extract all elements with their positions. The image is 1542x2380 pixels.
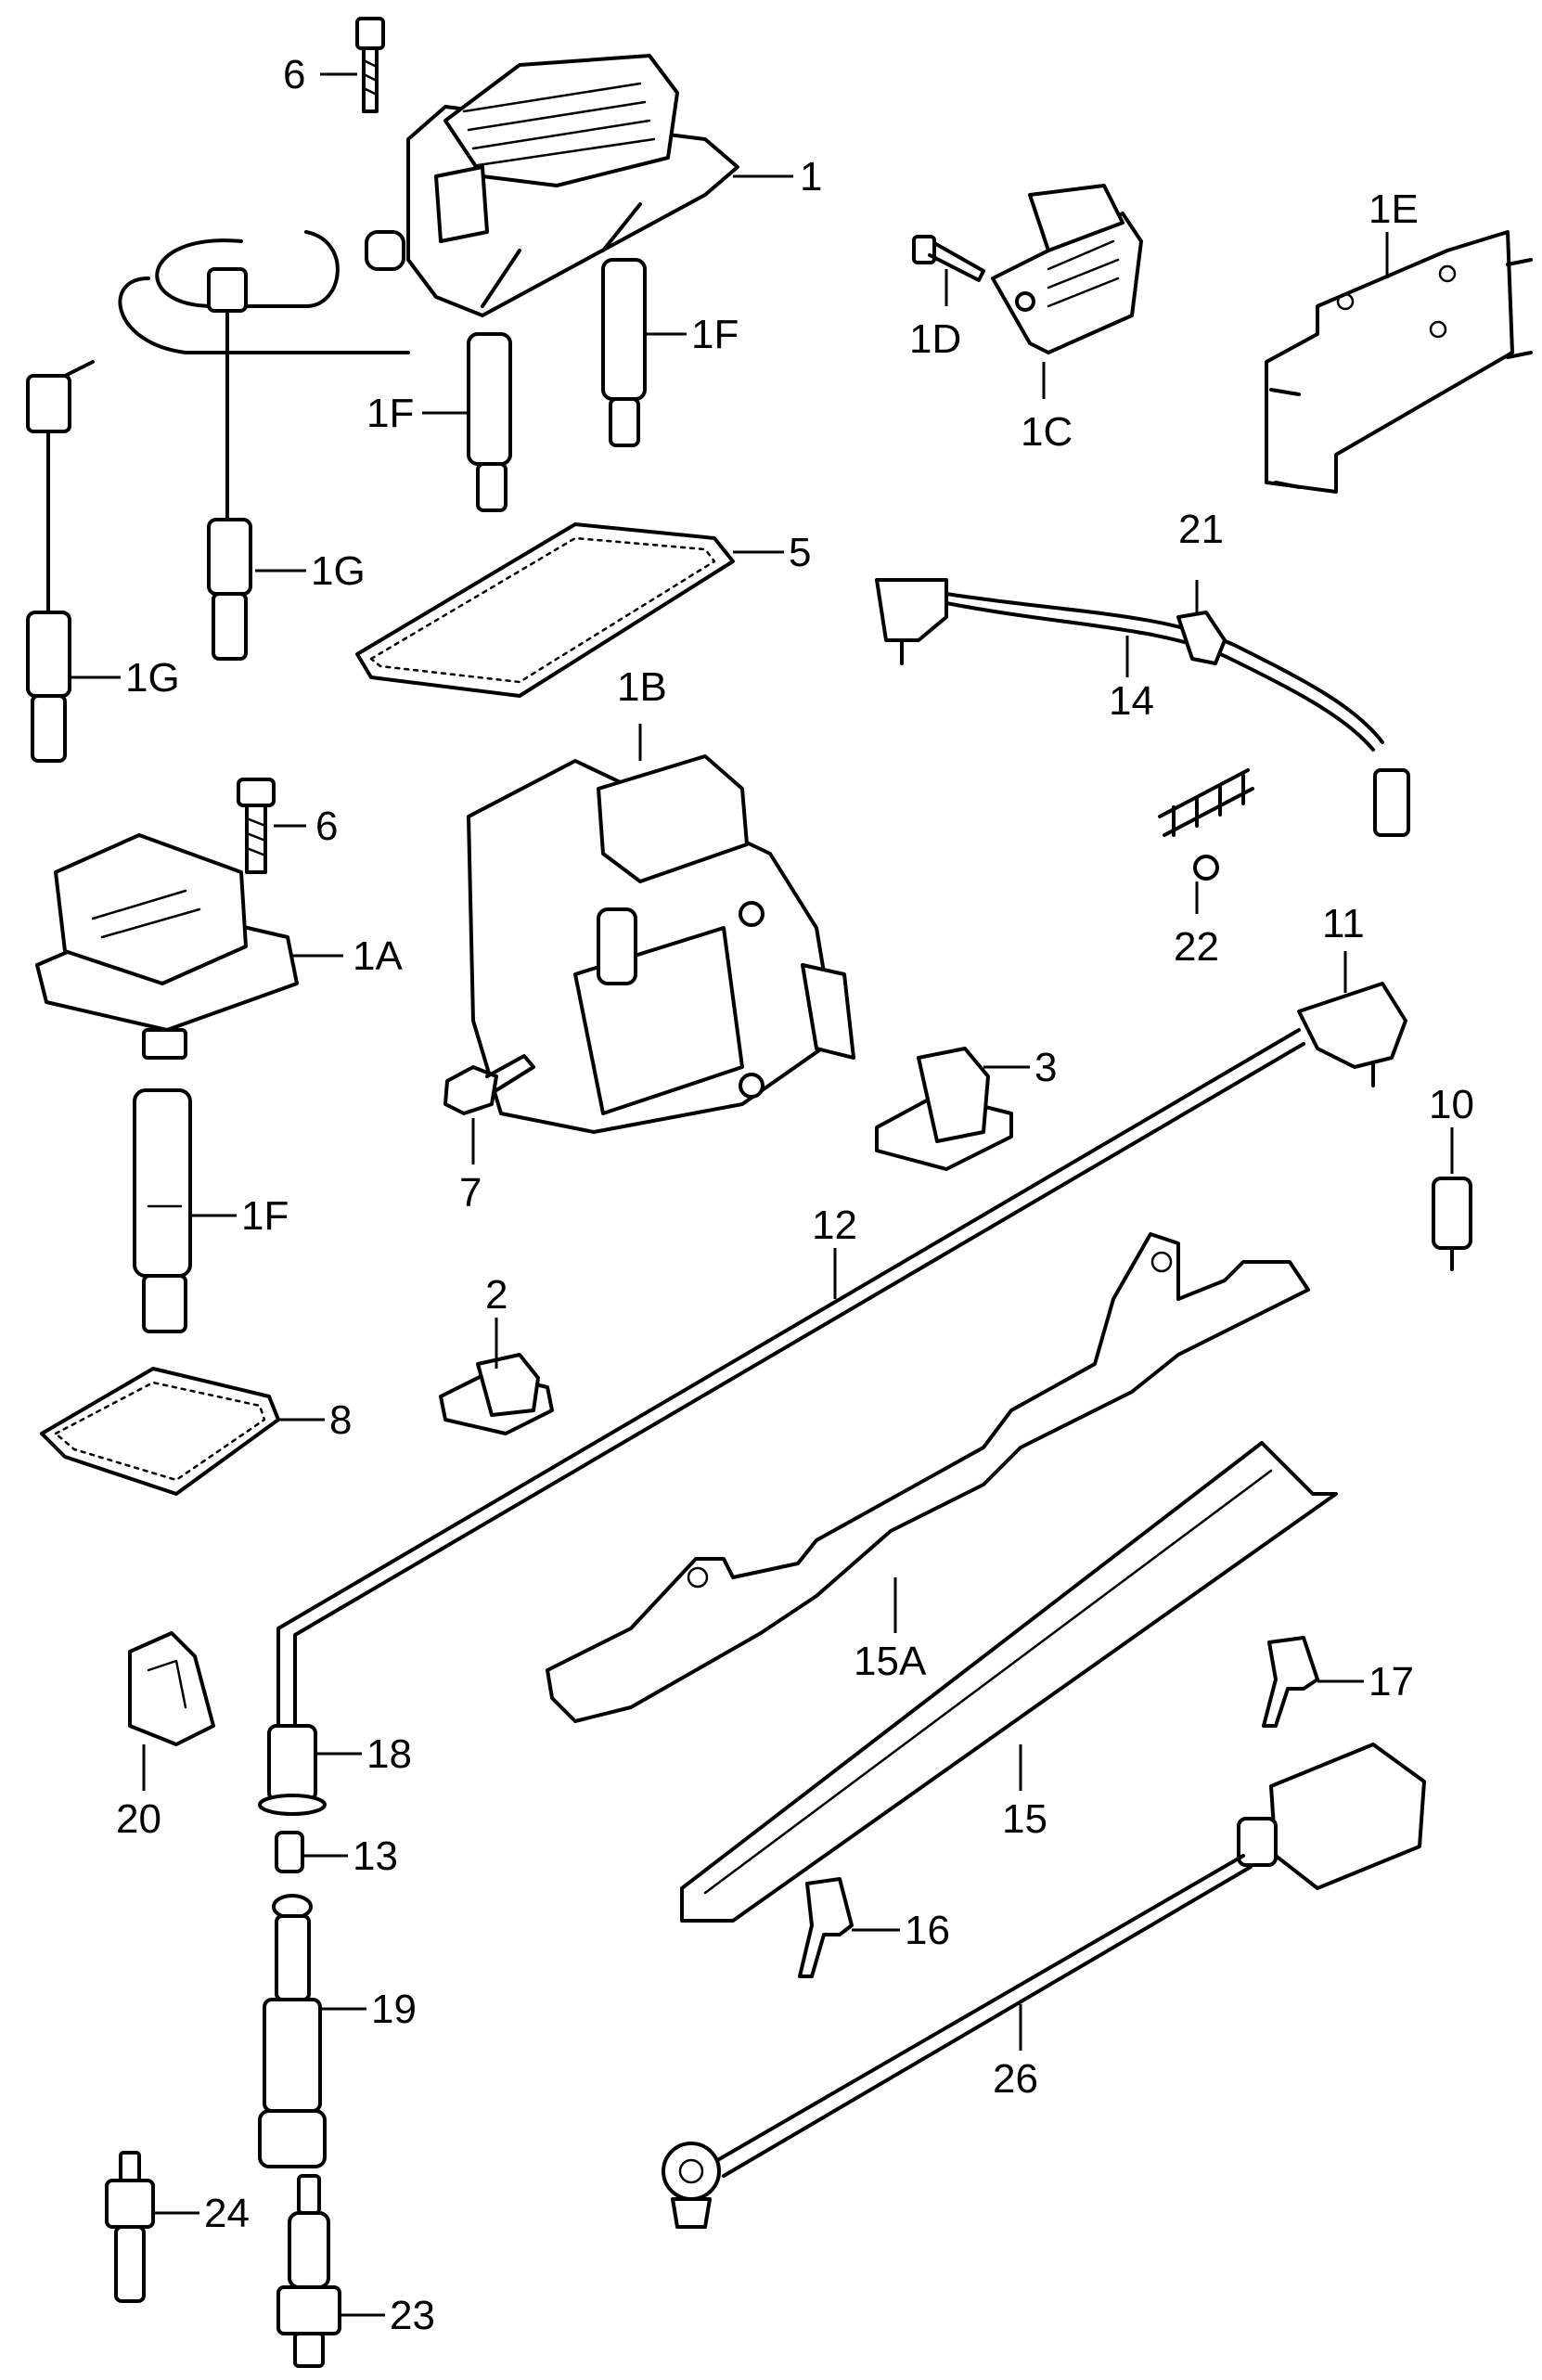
part-22-terminal-strip [1158, 768, 1254, 881]
part-24-glow-plug [105, 2151, 155, 2303]
label-26: 26 [993, 2056, 1038, 2102]
label-22: 22 [1174, 924, 1219, 970]
part-1E-bracket [1265, 230, 1533, 494]
part-14-sensor-lead [875, 578, 1410, 837]
label-5: 5 [789, 530, 811, 575]
label-1E: 1E [1369, 187, 1419, 232]
label-20: 20 [116, 1796, 161, 1842]
part-1-coil-pack-assembly [26, 54, 739, 763]
label-23: 23 [390, 2293, 435, 2338]
part-1D-screw [912, 235, 985, 282]
part-10-sensor [1432, 1177, 1472, 1271]
label-16: 16 [905, 1908, 950, 1953]
part-2-clip [439, 1353, 554, 1435]
part-20-clip [128, 1631, 215, 1746]
label-6-middle: 6 [315, 804, 338, 849]
label-1D: 1D [909, 316, 961, 362]
label-15A: 15A [854, 1639, 927, 1684]
part-17-clip [1262, 1636, 1319, 1728]
label-13: 13 [353, 1833, 398, 1879]
part-16-clip [798, 1877, 854, 1978]
part-6-bolt-top [355, 17, 385, 113]
label-14: 14 [1109, 678, 1154, 724]
leader-lines [70, 72, 1454, 2317]
part-12-ht-lead [258, 982, 1407, 1816]
part-6-bolt-middle [237, 778, 276, 874]
part-19-suppressor [258, 1894, 327, 2168]
part-7-bolt [443, 1054, 535, 1115]
label-6-top: 6 [283, 52, 305, 97]
label-1A: 1A [353, 933, 403, 979]
label-15: 15 [1002, 1796, 1047, 1842]
label-10: 10 [1429, 1082, 1474, 1127]
label-1F-middle: 1F [241, 1193, 289, 1239]
label-24: 24 [204, 2191, 250, 2236]
part-1B-ignition-coil-unit [467, 754, 855, 1134]
part-26-knock-sensor [662, 1743, 1426, 2229]
label-1B: 1B [617, 664, 667, 710]
label-2: 2 [485, 1272, 508, 1318]
part-15A-wiring-guide [546, 1232, 1310, 1723]
label-1F-top-left: 1F [366, 391, 414, 436]
label-1G-right: 1G [311, 548, 366, 594]
part-23-spark-plug [276, 2174, 341, 2368]
label-12: 12 [812, 1203, 857, 1248]
part-3-clip [875, 1047, 1013, 1171]
part-15-harness-cover [680, 1441, 1338, 1923]
label-1C: 1C [1021, 409, 1073, 455]
label-19: 19 [371, 1987, 417, 2032]
label-3: 3 [1034, 1045, 1057, 1090]
label-1G-left: 1G [125, 655, 180, 701]
label-1F-top-right: 1F [691, 312, 739, 357]
part-1A-coil-on-plug [35, 833, 299, 1060]
part-1C-ignition-module [991, 184, 1143, 354]
label-21: 21 [1178, 507, 1224, 552]
label-11: 11 [1322, 901, 1365, 946]
label-8: 8 [329, 1397, 352, 1443]
label-1: 1 [800, 154, 822, 199]
part-labels: 1 6 1F 1F 1G 1G 5 1D 1C 1E 21 14 22 1B 6… [116, 52, 1474, 2338]
part-5-gasket [355, 522, 735, 698]
label-7: 7 [459, 1170, 482, 1216]
part-8-gasket [40, 1367, 280, 1496]
label-18: 18 [366, 1731, 412, 1777]
part-13-pin [275, 1831, 304, 1873]
part-1F-plug-boot [133, 1088, 192, 1333]
label-17: 17 [1369, 1659, 1414, 1705]
